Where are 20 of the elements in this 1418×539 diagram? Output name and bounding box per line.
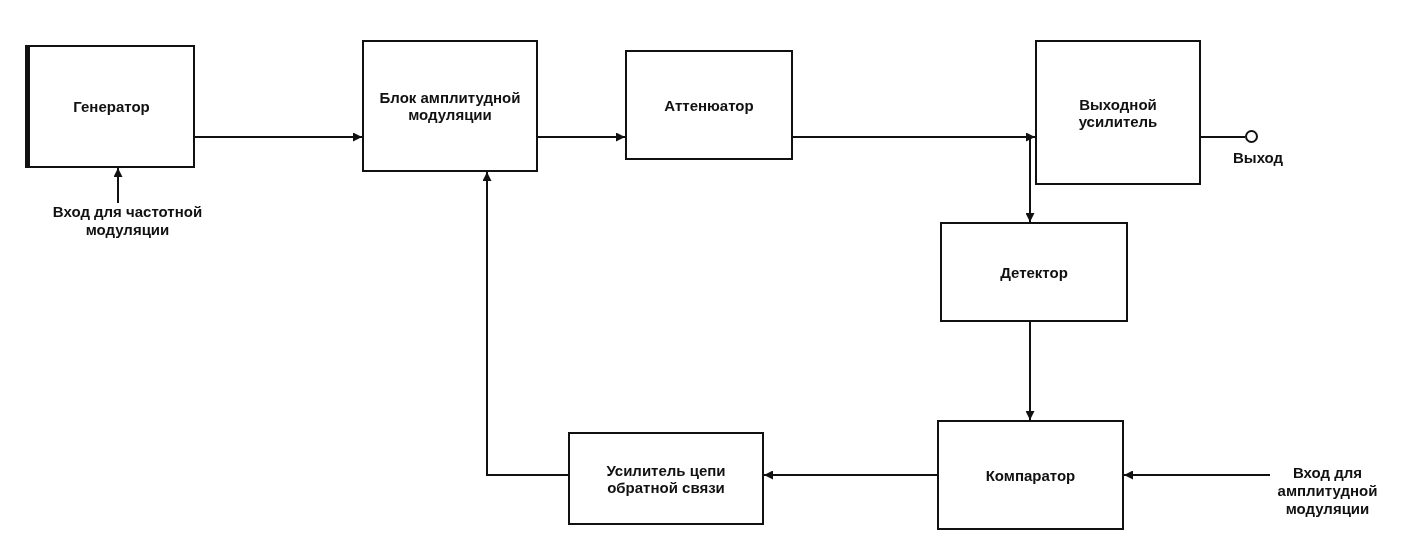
output-terminal <box>1245 130 1258 143</box>
arrow <box>537 132 626 142</box>
arrow <box>194 132 363 142</box>
arrow <box>482 171 569 476</box>
connector-line <box>1200 136 1246 138</box>
arrow <box>792 136 1035 223</box>
process-block: Усилитель цепи обратной связи <box>568 432 764 525</box>
process-block: Детектор <box>940 222 1128 322</box>
generator-block: Генератор <box>25 45 195 168</box>
process-block: Аттенюатор <box>625 50 793 160</box>
output-label: Выход <box>1233 149 1284 166</box>
arrow <box>1025 321 1035 421</box>
process-block: Выходной усилитель <box>1035 40 1201 185</box>
process-block: Компаратор <box>937 420 1124 530</box>
process-block: Блок амплитудной модуляции <box>362 40 538 172</box>
arrow <box>1123 470 1271 480</box>
input-label: Вход для частотной модуляции <box>20 203 235 239</box>
arrow <box>113 167 123 204</box>
arrow <box>763 470 938 480</box>
input-label: Вход для амплитудной модуляции <box>1270 464 1385 518</box>
